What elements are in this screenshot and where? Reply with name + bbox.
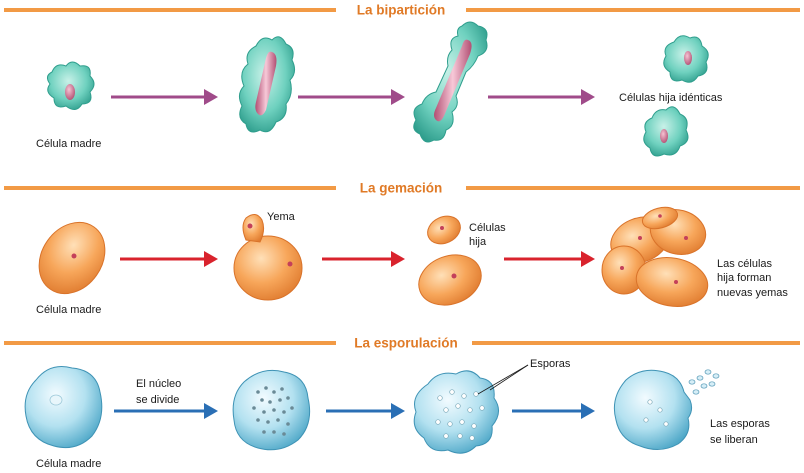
header-bar-left xyxy=(4,8,336,12)
arrow-gemacion-3 xyxy=(504,251,595,267)
bud-nucleus xyxy=(247,223,253,229)
splitting-cell xyxy=(413,21,488,143)
section-title: La bipartición xyxy=(357,3,446,18)
nucleus-divides-label-2: se divide xyxy=(136,394,179,406)
released-spores xyxy=(688,369,720,395)
nuclei-dots xyxy=(252,386,294,436)
nucleus xyxy=(49,394,63,406)
colony-label-3: nuevas yemas xyxy=(717,287,788,299)
mother-cell-label: Célula madre xyxy=(36,458,101,470)
elongated-cell xyxy=(238,36,296,133)
spores-label: Esporas xyxy=(530,358,571,370)
header-bar-left xyxy=(4,186,336,190)
budding-cell xyxy=(233,214,303,301)
daughter-cells-yeast xyxy=(418,215,482,306)
nucleus xyxy=(440,226,444,230)
mother-cell-yeast xyxy=(38,221,106,295)
daughter-cell-bottom xyxy=(643,106,689,157)
dividing-nuclei-cell xyxy=(232,369,311,451)
colony-label-2: hija forman xyxy=(717,272,771,284)
section-biparticion: La bipartición Célula madre xyxy=(4,3,800,157)
spore-filled-cell xyxy=(413,370,499,454)
nucleus xyxy=(660,129,668,143)
nucleus xyxy=(287,261,293,267)
arrow-esporulacion-3 xyxy=(512,403,595,419)
nucleus xyxy=(451,273,457,279)
section-esporulacion: La esporulación Célula madre El núcleo s… xyxy=(4,336,800,470)
section-gemacion: La gemación Célula madre Yema xyxy=(4,181,800,316)
daughter-cell-top xyxy=(663,35,709,83)
mother-cell-label: Célula madre xyxy=(36,138,101,150)
yeast-colony xyxy=(601,206,709,307)
remaining-spores xyxy=(643,399,669,427)
arrow-esporulacion-1 xyxy=(114,403,218,419)
arrow-biparticion-3 xyxy=(488,89,595,105)
section-title: La gemación xyxy=(360,181,443,196)
nucleus xyxy=(71,253,77,259)
mother-cell-teal xyxy=(46,61,95,110)
bud-label: Yema xyxy=(267,211,296,223)
release-label-1: Las esporas xyxy=(710,418,770,430)
spores-pointer-lines xyxy=(477,364,529,395)
arrow-gemacion-1 xyxy=(120,251,218,267)
nucleus xyxy=(65,84,75,100)
arrow-biparticion-1 xyxy=(111,89,218,105)
arrow-gemacion-2 xyxy=(322,251,405,267)
nucleus xyxy=(684,51,692,65)
mother-cell-label: Célula madre xyxy=(36,304,101,316)
dividing-nucleus xyxy=(255,51,277,116)
header-bar-right xyxy=(466,8,800,12)
arrow-biparticion-2 xyxy=(298,89,405,105)
dividing-nucleus xyxy=(434,39,472,122)
nucleus-divides-label-1: El núcleo xyxy=(136,378,181,390)
header-bar-right xyxy=(466,186,800,190)
arrow-esporulacion-2 xyxy=(326,403,405,419)
mother-cell-blue xyxy=(24,366,103,449)
releasing-cell xyxy=(613,369,720,450)
section-title: La esporulación xyxy=(354,336,458,351)
spores xyxy=(435,389,485,441)
daughter-cells-label: Células hija idénticas xyxy=(619,92,723,104)
header-bar-right xyxy=(472,341,800,345)
header-bar-left xyxy=(4,341,336,345)
release-label-2: se liberan xyxy=(710,434,758,446)
colony-label-1: Las células xyxy=(717,258,773,270)
daughter-cells-label-1: Células xyxy=(469,222,506,234)
daughter-cells-label-2: hija xyxy=(469,236,487,248)
